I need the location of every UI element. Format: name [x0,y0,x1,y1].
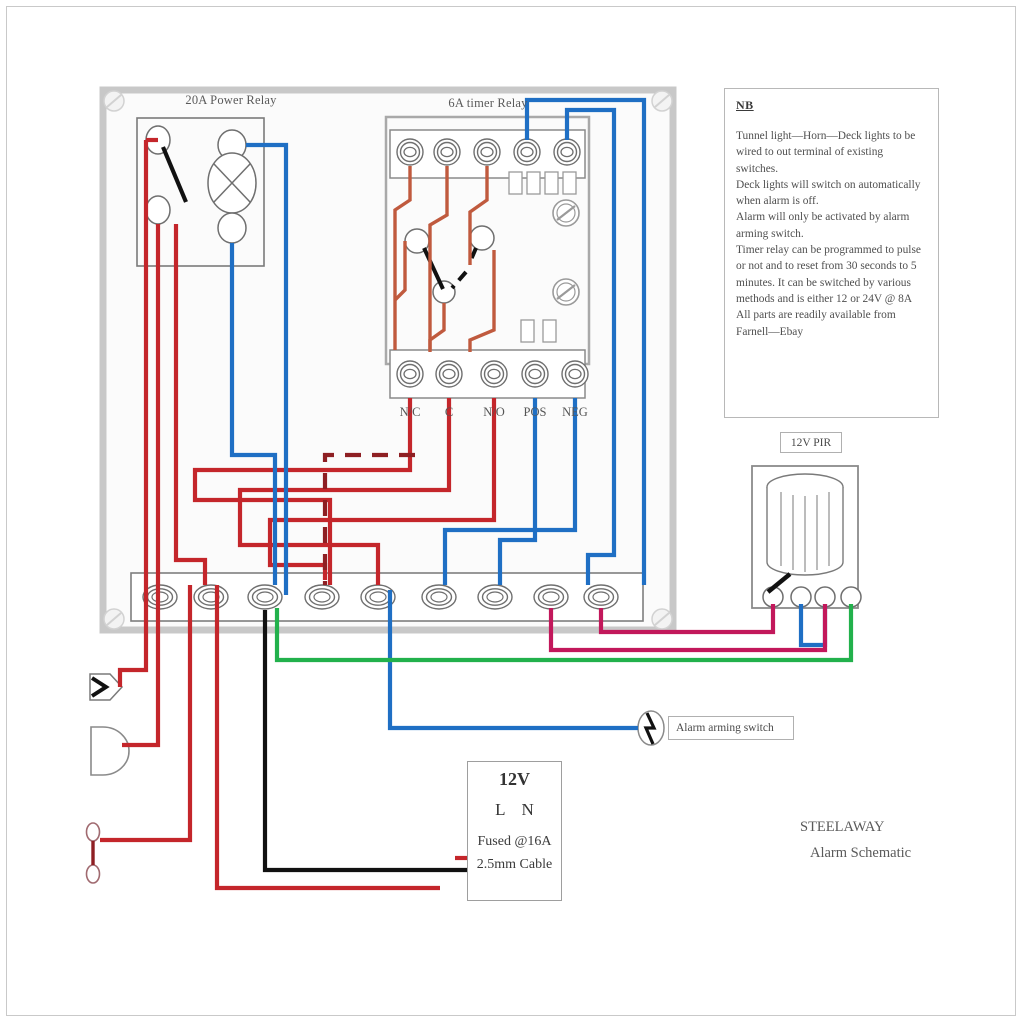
pir-label: 12V PIR [780,432,842,453]
terminal-label-c: C [444,405,454,419]
psu-neutral-label: N [521,800,550,819]
timer-internal-wiring [393,166,496,352]
timer-bottom-terminal-c [435,360,463,388]
drawing-subtitle: Alarm Schematic [810,845,912,861]
horn-device-icon [89,673,124,701]
timer-relay-body [384,115,591,399]
note-box: NB Tunnel light—Horn—Deck lights to be w… [724,88,939,418]
pir-contact-blade [766,572,792,594]
timer-top-terminal [513,138,541,166]
black-wire-neutral [262,610,467,873]
power-relay-label: 20A Power Relay [185,93,277,107]
red-dashed-wire [322,452,415,585]
terminal-label-no: N/O [483,405,505,419]
psu-voltage: 12V [499,769,530,789]
arming-switch-label: Alarm arming switch [668,716,794,740]
timer-top-terminal [553,138,581,166]
strip-terminal-6 [421,584,457,610]
power-supply-box: 12V LN Fused @16A 2.5mm Cable [467,761,562,901]
terminal-label-nc: N/C [399,405,421,419]
psu-terminals: LN [468,800,561,820]
note-line: Alarm will only be activated by alarm ar… [736,211,910,240]
pir-sensor-body [751,465,862,609]
page-border [6,6,1016,1016]
note-line: Deck lights will switch on automatically… [736,178,921,208]
timer-top-terminal [396,138,424,166]
timer-bottom-terminal-neg [561,360,589,388]
strip-terminal-9 [583,584,619,610]
strip-terminal-7 [477,584,513,610]
timer-bottom-terminal-pos [521,360,549,388]
terminal-label-pos: POS [523,405,547,419]
terminal-label-neg: NEG [562,405,588,419]
psu-fuse-label: Fused @16A [477,834,552,849]
strip-terminal-3 [247,584,283,610]
blue-pir-jumper [798,604,828,648]
note-body: Tunnel light—Horn—Deck lights to be wire… [736,128,927,340]
power-relay-body [136,117,265,267]
timer-top-terminal [473,138,501,166]
psu-cable-label: 2.5mm Cable [476,857,553,872]
adjustment-screw-icon [551,198,581,228]
lamp-device-icon [85,822,101,884]
blue-wire-group [229,97,647,731]
green-earth-wire [274,604,854,663]
note-heading: NB [736,98,754,112]
relay-contact-blade [161,146,188,203]
timer-bottom-terminal-nc [396,360,424,388]
timer-top-terminal [433,138,461,166]
company-name: STEELAWAY [800,819,885,835]
arming-switch-icon [637,710,665,746]
timer-relay-label: 6A timer Relay [448,96,528,110]
screw-icon [651,90,673,112]
title-block: STEELAWAY Alarm Schematic [800,814,980,866]
dip-switch-bank-lower [520,319,557,343]
screw-icon [103,90,125,112]
terminal-strip [130,572,644,622]
red-wire-relay-to-strip [173,224,440,891]
strip-terminal-4 [304,584,340,610]
main-enclosure [99,86,677,634]
psu-line-label: L [495,800,522,819]
bell-device-icon [90,726,130,776]
timer-bottom-terminal-no [480,360,508,388]
magenta-pir-wires [548,604,828,653]
adjustment-screw-icon [551,277,581,307]
timer-contact-blade-dashed [468,247,478,263]
note-line: Timer relay can be programmed to pulse o… [736,244,921,305]
timer-contact-blade [422,247,445,290]
strip-terminal-2 [193,584,229,610]
dip-switch-bank-upper [508,171,577,195]
red-wire-group [100,137,193,843]
screw-icon [103,608,125,630]
screw-icon [651,608,673,630]
strip-terminal-8 [533,584,569,610]
note-line: All parts are readily available from Far… [736,309,896,338]
note-line: Tunnel light—Horn—Deck lights to be wire… [736,130,916,175]
